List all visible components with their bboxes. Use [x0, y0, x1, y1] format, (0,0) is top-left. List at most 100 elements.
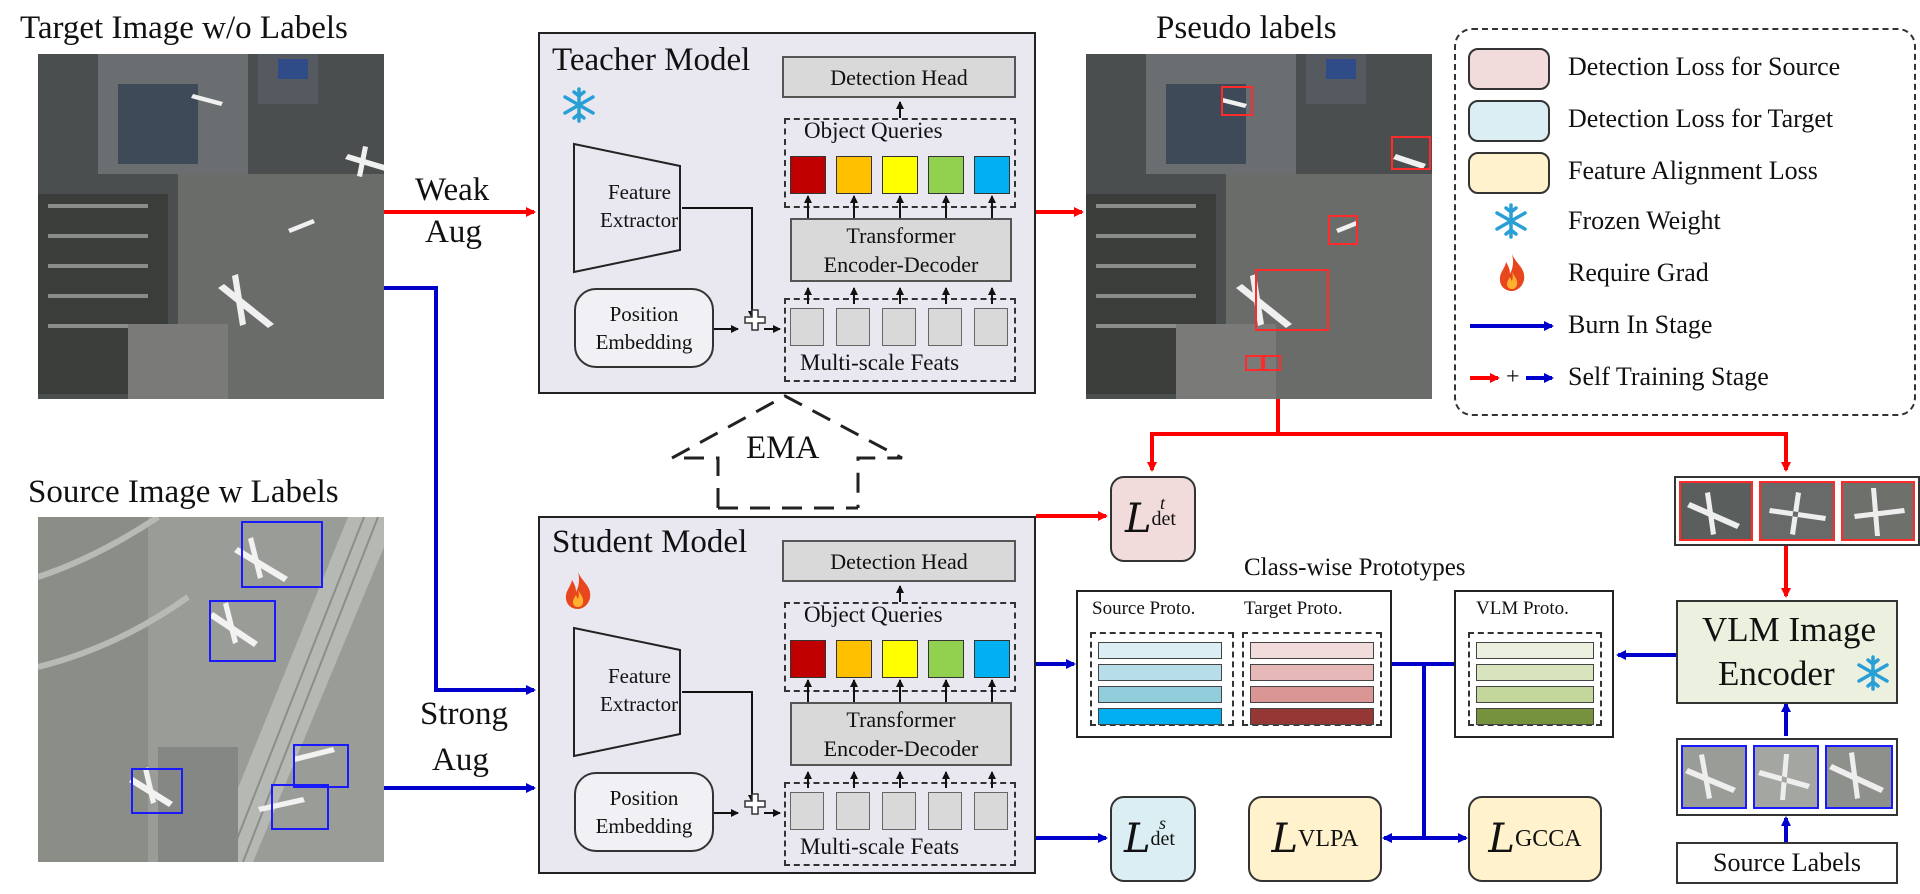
feat-map [836, 308, 870, 346]
query-green [928, 640, 964, 678]
feat-map [882, 792, 916, 830]
legend-source-loss: Detection Loss for Source [1568, 52, 1841, 81]
target-proto-bar [1250, 664, 1374, 681]
legend-target-swatch [1468, 100, 1550, 142]
legend-self-training: Self Training Stage [1568, 362, 1769, 391]
loss-symbol: L [1488, 816, 1515, 862]
query-red [790, 156, 826, 194]
feat-map [836, 792, 870, 830]
source-proto-bar [1098, 708, 1222, 725]
loss-symbol: L [1271, 816, 1299, 862]
legend-plus: + [1506, 364, 1520, 390]
source-proto-group [1090, 632, 1234, 726]
ema-label: EMA [746, 430, 820, 466]
feat-map [974, 308, 1008, 346]
vlm-proto-bar [1476, 642, 1594, 659]
loss-subscript: det [1150, 827, 1175, 850]
target-proto-bar [1250, 642, 1374, 659]
legend: Detection Loss for Source Detection Loss… [1454, 28, 1916, 416]
query-yellow [882, 156, 918, 194]
student-model: Student Model Detection Head Object Quer… [538, 516, 1036, 874]
query-green [928, 156, 964, 194]
feat-map [974, 792, 1008, 830]
query-orange [836, 156, 872, 194]
student-transformer-line2: Encoder-Decoder [823, 736, 979, 761]
target-proto-group [1242, 632, 1382, 726]
feat-map [790, 792, 824, 830]
loss-subscript: VLPA [1298, 825, 1359, 852]
teacher-transformer-line1: Transformer [846, 223, 956, 248]
loss-superscript: s [1158, 812, 1166, 833]
query-blue [974, 640, 1010, 678]
target-crops [1674, 476, 1920, 546]
vlm-prototypes: VLM Proto. [1454, 590, 1614, 738]
vlm-proto-label: VLM Proto. [1476, 598, 1569, 619]
target-image-title: Target Image w/o Labels [20, 10, 348, 46]
teacher-object-queries: Object Queries [784, 118, 1016, 208]
pseudo-labels-title: Pseudo labels [1156, 10, 1337, 46]
source-crops [1676, 738, 1898, 816]
snowflake-icon [1492, 202, 1530, 245]
source-labels-box: Source Labels [1676, 842, 1898, 884]
vlm-encoder-line2: Encoder [1718, 654, 1835, 693]
source-proto-bar [1098, 642, 1222, 659]
source-image-title: Source Image w Labels [28, 474, 339, 510]
teacher-title: Teacher Model [552, 42, 751, 78]
loss-symbol: L [1123, 816, 1151, 862]
query-yellow [882, 640, 918, 678]
student-feature-extractor-line2: Extractor [600, 692, 679, 716]
vlm-encoder-line1: VLM Image [1702, 610, 1876, 649]
strong-aug-label-2: Aug [432, 742, 489, 778]
teacher-position-line1: Position [609, 302, 679, 326]
flame-icon [560, 570, 596, 615]
strong-aug-label-1: Strong [420, 696, 509, 732]
target-proto-bar [1250, 686, 1374, 703]
teacher-position-line2: Embedding [595, 330, 693, 354]
teacher-object-queries-label: Object Queries [804, 118, 943, 143]
teacher-model: Teacher Model Detection Head Object Quer… [538, 32, 1036, 394]
teacher-transformer-line2: Encoder-Decoder [823, 252, 979, 277]
snowflake-icon [560, 86, 598, 129]
teacher-multiscale-label: Multi-scale Feats [800, 350, 960, 375]
student-position-line2: Embedding [595, 814, 693, 838]
class-prototypes-title: Class-wise Prototypes [1244, 554, 1466, 581]
flame-icon [1494, 252, 1530, 297]
vlm-proto-bar [1476, 708, 1594, 725]
feat-map [882, 308, 916, 346]
query-orange [836, 640, 872, 678]
target-crop-pictures [1679, 481, 1915, 541]
vlm-proto-bar [1476, 686, 1594, 703]
legend-alignment-loss: Feature Alignment Loss [1568, 156, 1818, 185]
target-aerial-picture [38, 54, 384, 399]
vlm-proto-group [1468, 632, 1602, 726]
feat-map [928, 792, 962, 830]
source-proto-label: Source Proto. [1092, 598, 1196, 619]
teacher-feature-extractor-shape [573, 101, 996, 333]
vlm-image-encoder: VLM Image Encoder [1676, 600, 1898, 704]
teacher-feature-extractor-line2: Extractor [600, 208, 679, 232]
student-position-line1: Position [609, 786, 679, 810]
loss-superscript: t [1159, 492, 1165, 513]
loss-subscript: GCCA [1514, 825, 1582, 852]
teacher-multiscale-feats: Multi-scale Feats [784, 298, 1016, 382]
snowflake-icon [1854, 654, 1892, 697]
query-blue [974, 156, 1010, 194]
query-red [790, 640, 826, 678]
weak-aug-label-1: Weak [415, 172, 490, 208]
vlm-proto-bar [1476, 664, 1594, 681]
source-target-prototypes: Source Proto. Target Proto. [1076, 590, 1392, 738]
source-proto-bar [1098, 664, 1222, 681]
student-feature-extractor-line1: Feature [608, 664, 671, 688]
teacher-feature-extractor-line1: Feature [608, 180, 671, 204]
legend-burn-in: Burn In Stage [1568, 310, 1713, 339]
feat-map [928, 308, 962, 346]
student-object-queries-label: Object Queries [804, 602, 943, 627]
